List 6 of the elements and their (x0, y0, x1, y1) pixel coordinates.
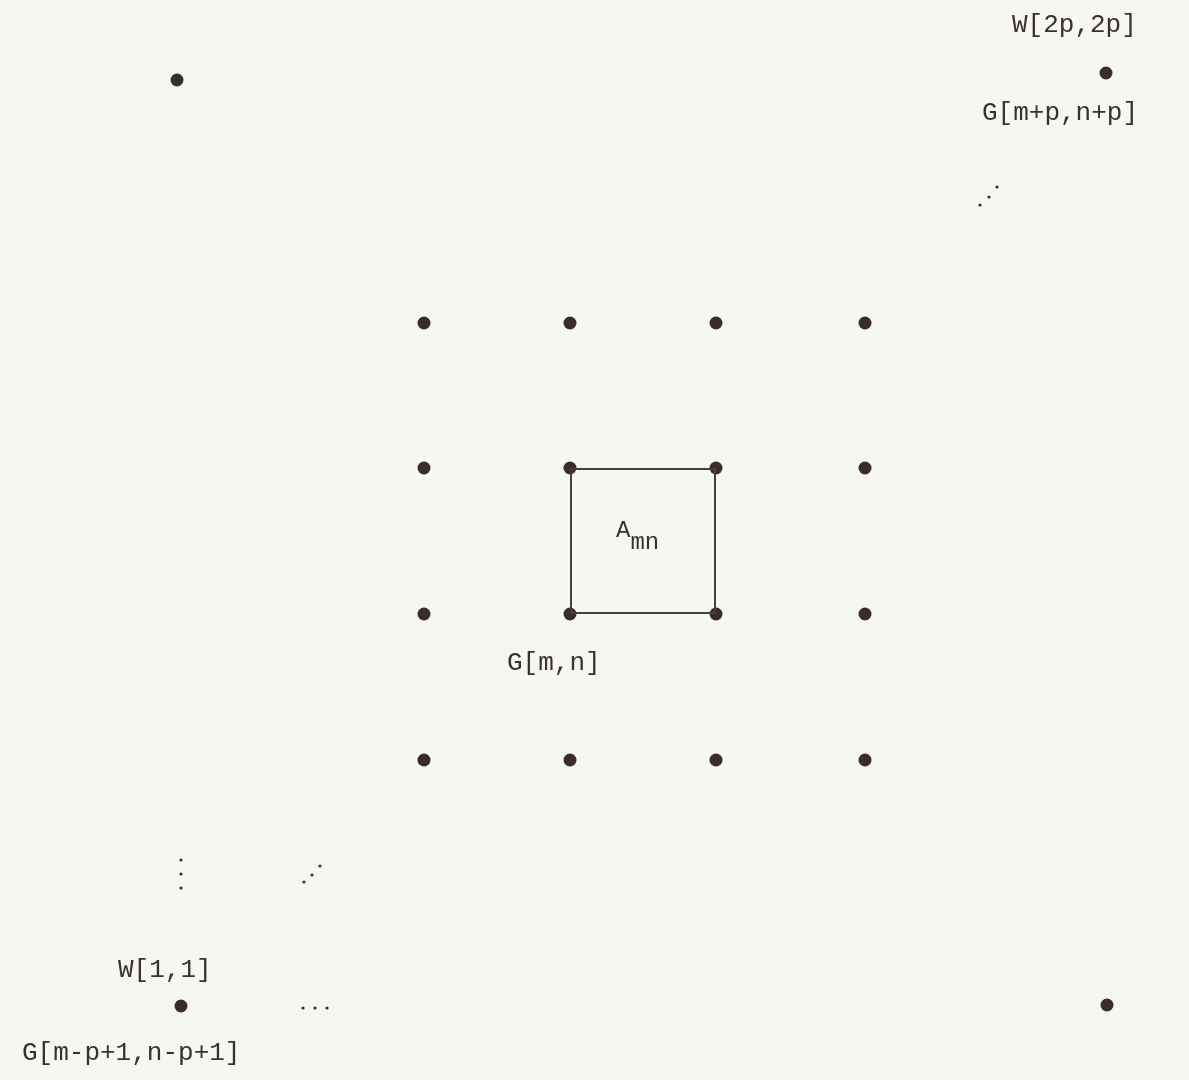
grid-point-label: W[2p,2p] (1012, 10, 1137, 40)
grid-point-label: G[m-p+1,n-p+1] (22, 1038, 241, 1068)
grid-point-label: W[1,1] (118, 955, 212, 985)
grid-point-label: G[m+p,n+p] (982, 98, 1139, 128)
grid-cell-square (570, 468, 716, 614)
grid-point-label: G[m,n] (507, 648, 601, 678)
